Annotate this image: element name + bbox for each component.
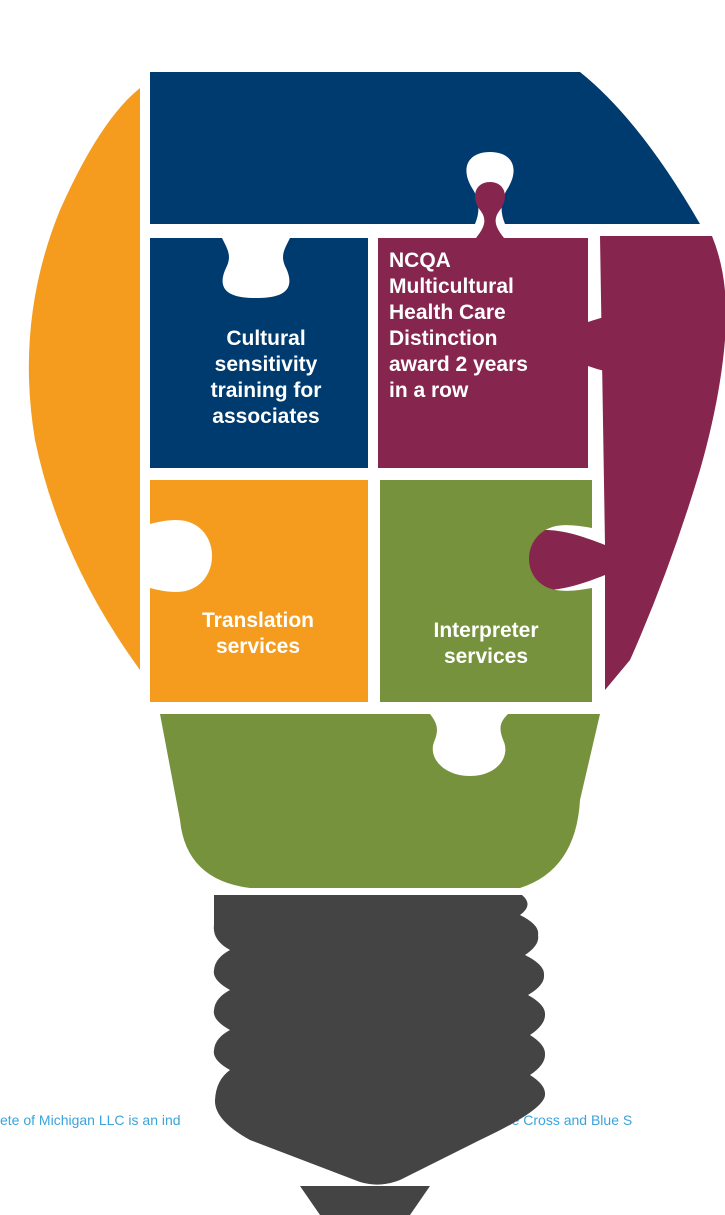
interpreter-services-label: Interpreter services — [388, 618, 584, 670]
label-line: training for — [210, 379, 322, 402]
label-line: services — [215, 635, 301, 658]
label-line: Health Care — [389, 301, 506, 324]
label-line: Cultural — [226, 327, 306, 350]
green-lower-piece — [380, 480, 592, 702]
label-line: award 2 years — [389, 353, 528, 376]
label-line: in a row — [389, 379, 469, 402]
ncqa-distinction-label: NCQA Multicultural Health Care Distincti… — [389, 248, 585, 404]
label-line: sensitivity — [214, 353, 318, 376]
green-neck-piece — [160, 714, 600, 888]
label-line: Multicultural — [389, 275, 514, 298]
label-line: Translation — [201, 609, 315, 632]
blue-top-piece — [150, 72, 700, 224]
label-line: NCQA — [389, 249, 451, 272]
maroon-middle-piece — [378, 182, 652, 468]
label-line: Interpreter — [433, 619, 539, 642]
blue-middle-piece — [150, 238, 368, 468]
cultural-sensitivity-label: Cultural sensitivity training for associ… — [178, 326, 354, 430]
orange-left-piece — [28, 88, 140, 670]
footer-text-left: ete of Michigan LLC is an ind — [0, 1112, 181, 1128]
label-line: services — [443, 645, 529, 668]
orange-lower-piece — [150, 480, 368, 702]
label-line: Distinction — [389, 327, 498, 350]
bulb-base — [213, 895, 546, 1185]
translation-services-label: Translation services — [160, 608, 356, 660]
label-line: associates — [212, 405, 320, 428]
bulb-tip — [300, 1186, 430, 1215]
maroon-right-piece — [526, 236, 725, 690]
